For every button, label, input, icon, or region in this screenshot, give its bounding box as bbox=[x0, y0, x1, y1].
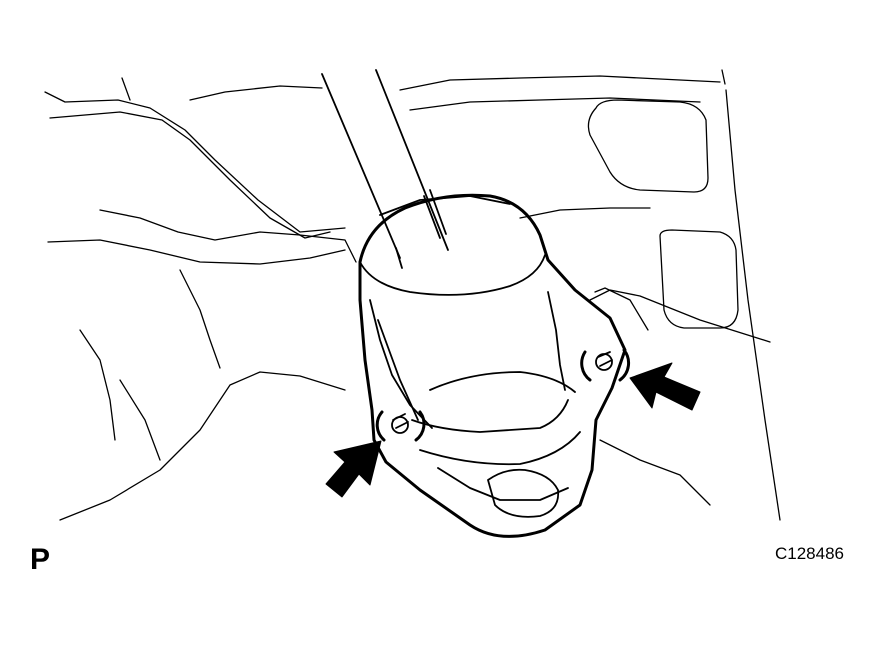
arrow-icon-right bbox=[629, 362, 701, 411]
figure-code-label: C128486 bbox=[774, 544, 844, 563]
bolt-left bbox=[375, 410, 426, 442]
bolt-right bbox=[580, 348, 631, 382]
arrow-icon-left bbox=[325, 440, 382, 498]
steering-shaft bbox=[321, 69, 449, 269]
view-letter-label: P bbox=[30, 543, 51, 576]
column-hole-cover bbox=[358, 193, 627, 538]
vehicle-body-panels bbox=[44, 69, 781, 521]
